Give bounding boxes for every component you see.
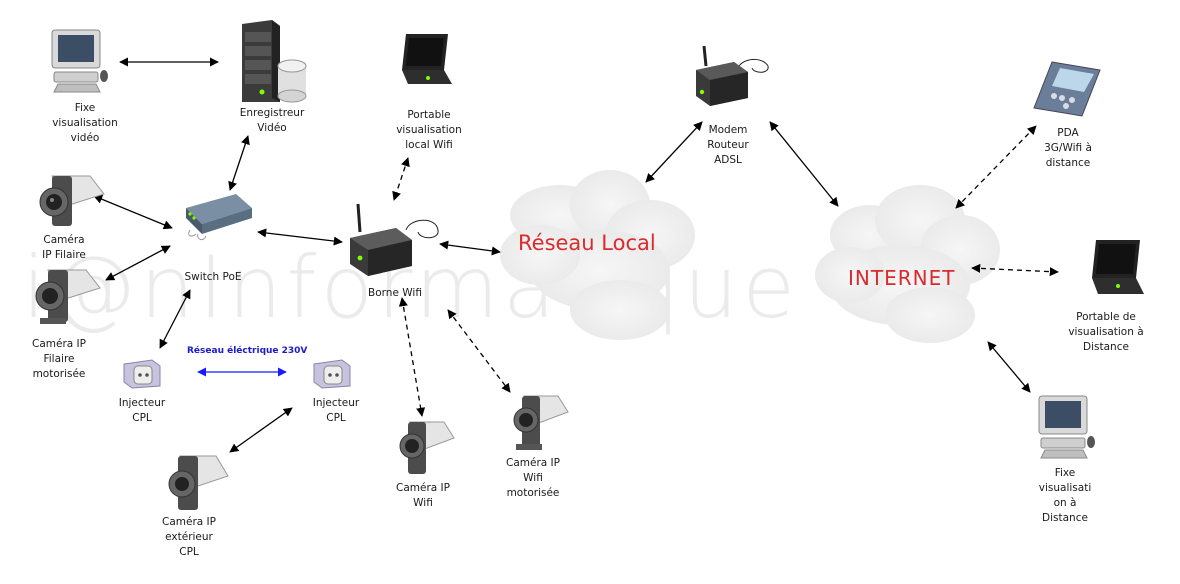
label-injecteur-cpl-left: Injecteur CPL bbox=[118, 397, 166, 424]
cpl-network-label: Réseau éléctrique 230V bbox=[187, 346, 308, 356]
wifi-access-point-icon[interactable] bbox=[346, 198, 442, 278]
label-injecteur-cpl-right: Injecteur CPL bbox=[312, 397, 360, 424]
link-borne-camwifi bbox=[398, 297, 426, 417]
reseau-local-cloud bbox=[500, 170, 695, 340]
link-cammoto-switch bbox=[105, 245, 171, 281]
label-camera-ip-wifi: Caméra IP Wifi bbox=[396, 482, 450, 509]
laptop-remote-icon[interactable] bbox=[1086, 238, 1146, 300]
wireless-links bbox=[392, 125, 1059, 417]
link-portable-borne bbox=[392, 157, 410, 201]
label-pda: PDA 3G/Wifi à distance bbox=[1044, 127, 1092, 169]
desktop-pc-remote-icon[interactable] bbox=[1034, 394, 1100, 460]
camera-ip-wired-icon[interactable] bbox=[34, 172, 106, 230]
label-camera-ip-filaire: Caméra IP Filaire bbox=[42, 234, 86, 261]
pda-phone-icon[interactable] bbox=[1030, 60, 1104, 118]
label-fixe-visualisation: Fixe visualisation vidéo bbox=[52, 102, 118, 144]
video-recorder-server-icon[interactable] bbox=[236, 18, 308, 106]
link-internet-pda bbox=[955, 125, 1037, 209]
adsl-modem-router-icon[interactable] bbox=[692, 44, 772, 110]
label-enregistreur-video: Enregistreur Vidéo bbox=[239, 107, 305, 134]
label-borne-wifi: Borne Wifi bbox=[368, 287, 422, 299]
link-internet-fixe bbox=[987, 341, 1031, 393]
reseau-local-label: Réseau Local bbox=[518, 231, 656, 255]
link-switch-borne bbox=[257, 228, 343, 246]
switch-poe-icon[interactable] bbox=[176, 190, 258, 246]
link-borne-camwifimoto bbox=[447, 309, 511, 393]
camera-ip-wired-motorized-icon[interactable] bbox=[30, 266, 102, 326]
camera-ip-outdoor-cpl-icon[interactable] bbox=[162, 452, 232, 514]
label-switch-poe: Switch PoE bbox=[184, 271, 242, 283]
camera-ip-wifi-motorized-icon[interactable] bbox=[510, 392, 572, 454]
label-camera-ip-filaire-motorisee: Caméra IP Filaire motorisée bbox=[32, 338, 86, 380]
label-portable-distance: Portable de visualisation à Distance bbox=[1068, 311, 1144, 353]
desktop-pc-icon[interactable] bbox=[48, 28, 112, 94]
label-fixe-distance: Fixe visualisati on à Distance bbox=[1038, 467, 1092, 524]
link-camfil-switch bbox=[93, 194, 173, 230]
laptop-icon[interactable] bbox=[398, 32, 454, 90]
label-camera-ip-wifi-motorisee: Caméra IP Wifi motorisée bbox=[506, 457, 560, 499]
label-modem-routeur: Modem Routeur ADSL bbox=[707, 124, 749, 166]
camera-ip-wifi-icon[interactable] bbox=[396, 418, 458, 480]
link-borne-reseau bbox=[439, 240, 501, 256]
internet-cloud bbox=[815, 185, 1000, 343]
link-switch-injecteur bbox=[159, 289, 191, 349]
wired-links bbox=[93, 57, 1031, 453]
link-enregistreur-switch bbox=[228, 135, 250, 191]
label-portable-local-wifi: Portable visualisation local Wifi bbox=[396, 109, 462, 151]
link-injecteur-camcpl bbox=[229, 407, 293, 453]
cpl-injector-left-icon[interactable] bbox=[120, 358, 164, 390]
label-camera-ip-exterieur-cpl: Caméra IP extérieur CPL bbox=[162, 516, 216, 558]
cpl-injector-right-icon[interactable] bbox=[310, 358, 354, 390]
link-reseau-modem bbox=[645, 121, 703, 183]
internet-label: INTERNET bbox=[848, 266, 956, 290]
link-modem-internet bbox=[769, 121, 839, 207]
